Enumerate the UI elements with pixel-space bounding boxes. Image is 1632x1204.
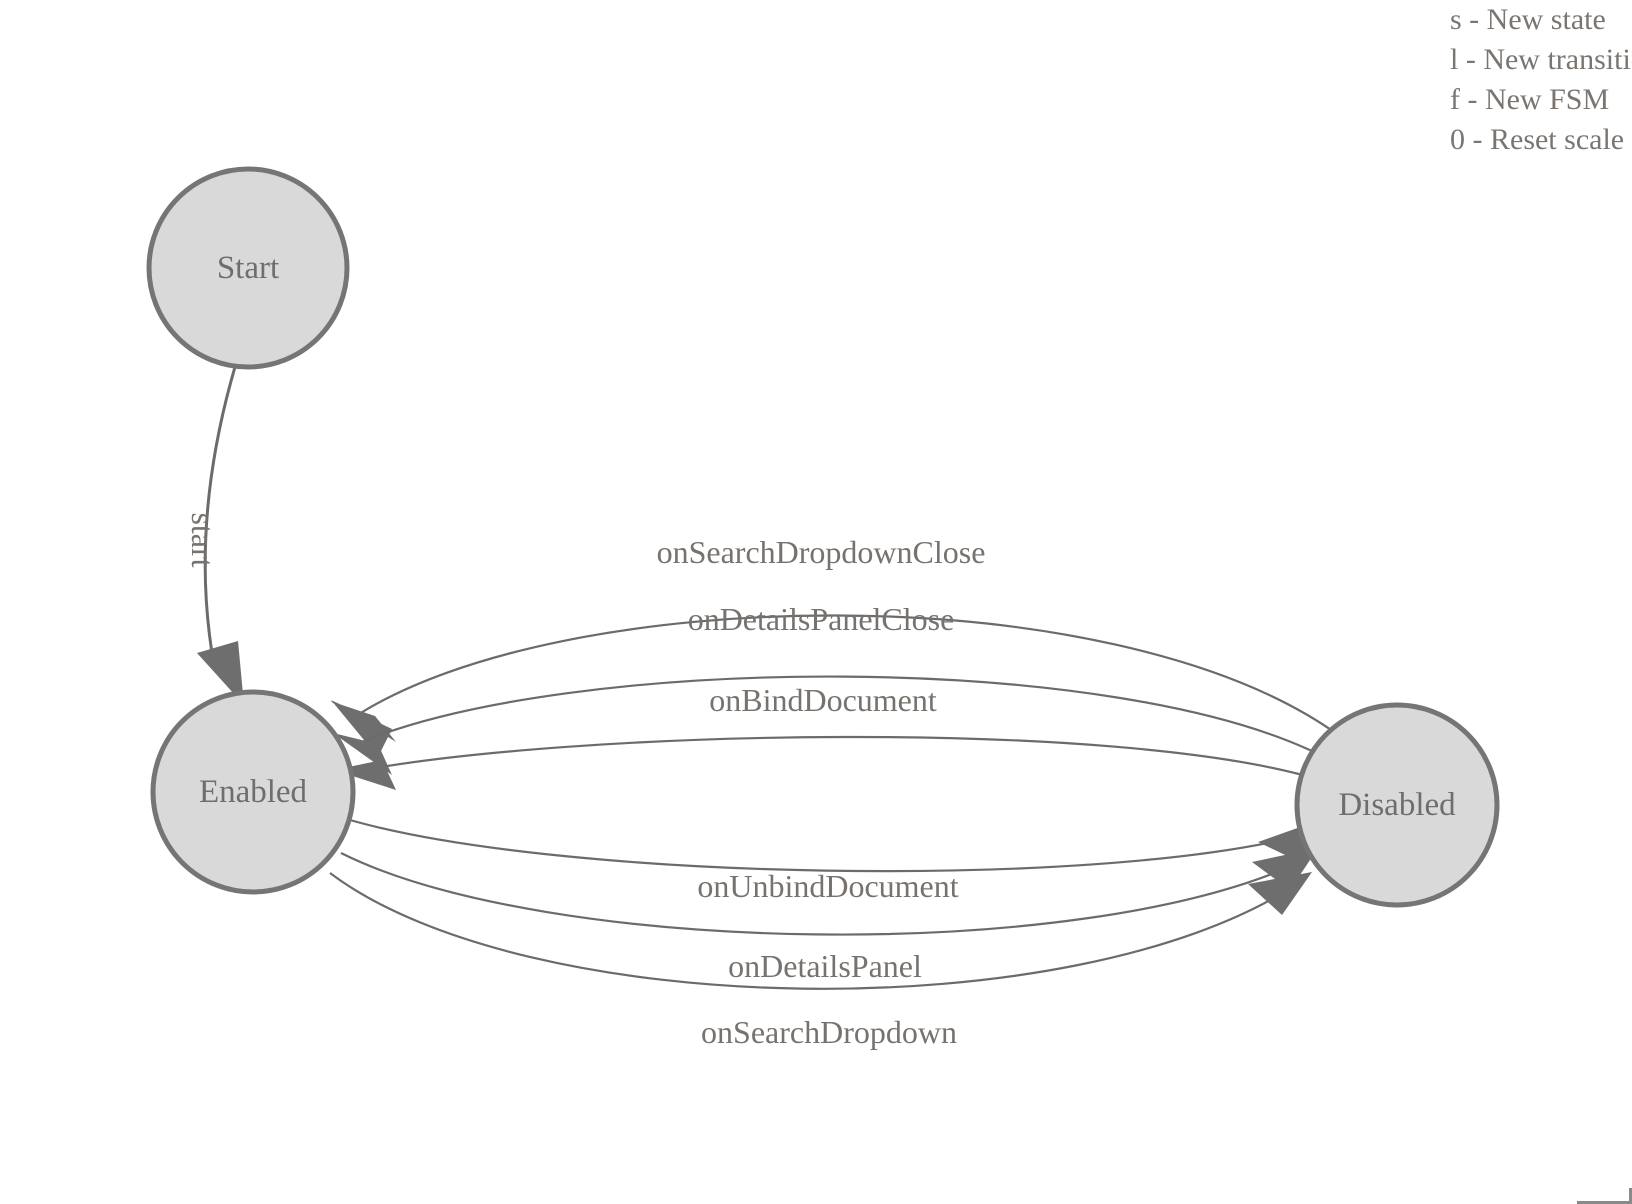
edge-line-start[interactable] bbox=[203, 366, 237, 666]
arrow-head-onsearchdropdownclose-b bbox=[331, 700, 392, 757]
edge-label-onsearchdropdown: onSearchDropdown bbox=[701, 1014, 957, 1050]
edge-line-onbinddocument[interactable] bbox=[352, 735, 1321, 782]
state-circle-disabled[interactable] bbox=[1294, 702, 1500, 908]
state-label-enabled: Enabled bbox=[199, 774, 308, 810]
help-shortcut-new-transition: l - New transition bbox=[1450, 43, 1632, 76]
bottom-edge-rule bbox=[1577, 1201, 1632, 1204]
edge-label-ondetailspanelclose: onDetailsPanelClose bbox=[688, 601, 955, 637]
edge-label-start: start bbox=[185, 512, 221, 567]
edge-label-onunbinddocument: onUnbindDocument bbox=[697, 868, 958, 904]
transition-onsearchdropdownclose[interactable] bbox=[330, 614, 1338, 757]
arrow-head-ondetailspanel bbox=[1252, 848, 1318, 890]
state-circle-start[interactable] bbox=[146, 166, 350, 370]
state-label-start: Start bbox=[217, 250, 279, 286]
help-shortcut-new-fsm: f - New FSM bbox=[1450, 83, 1610, 116]
edge-label-onsearchdropdownclose: onSearchDropdownClose bbox=[657, 534, 986, 570]
transition-start-to-enabled[interactable] bbox=[197, 366, 244, 705]
transition-onbinddocument[interactable] bbox=[334, 735, 1321, 790]
transition-ondetailspanel[interactable] bbox=[340, 848, 1318, 936]
resize-grip-icon[interactable] bbox=[1616, 1188, 1632, 1204]
state-node-disabled[interactable]: Disabled bbox=[1294, 702, 1500, 908]
edge-label-onbinddocument: onBindDocument bbox=[709, 682, 937, 718]
help-shortcuts-overlay: s - New state l - New transition f - New… bbox=[1422, 0, 1632, 160]
state-node-start[interactable]: Start bbox=[146, 166, 350, 370]
transition-onsearchdropdown[interactable] bbox=[329, 872, 1312, 990]
edge-line-onunbinddocument[interactable] bbox=[349, 818, 1304, 873]
edge-line-onsearchdropdown[interactable] bbox=[329, 872, 1295, 990]
transition-onunbinddocument[interactable] bbox=[349, 818, 1320, 873]
edge-line-onsearchdropdownclose[interactable] bbox=[355, 614, 1338, 735]
edge-line-ondetailspanelclose[interactable] bbox=[356, 675, 1331, 761]
edge-label-ondetailspanel: onDetailsPanel bbox=[728, 948, 922, 984]
state-circle-enabled[interactable] bbox=[150, 689, 356, 895]
edge-line-ondetailspanel[interactable] bbox=[340, 852, 1301, 936]
arrow-head-onsearchdropdown bbox=[1248, 872, 1312, 915]
help-shortcut-reset-scale: 0 - Reset scale bbox=[1450, 123, 1625, 156]
help-shortcut-new-state: s - New state bbox=[1450, 3, 1606, 36]
state-label-disabled: Disabled bbox=[1338, 787, 1456, 823]
state-node-enabled[interactable]: Enabled bbox=[150, 689, 356, 895]
arrow-head-start bbox=[197, 641, 244, 705]
help-shortcuts-list: s - New state l - New transition f - New… bbox=[1450, 0, 1632, 160]
